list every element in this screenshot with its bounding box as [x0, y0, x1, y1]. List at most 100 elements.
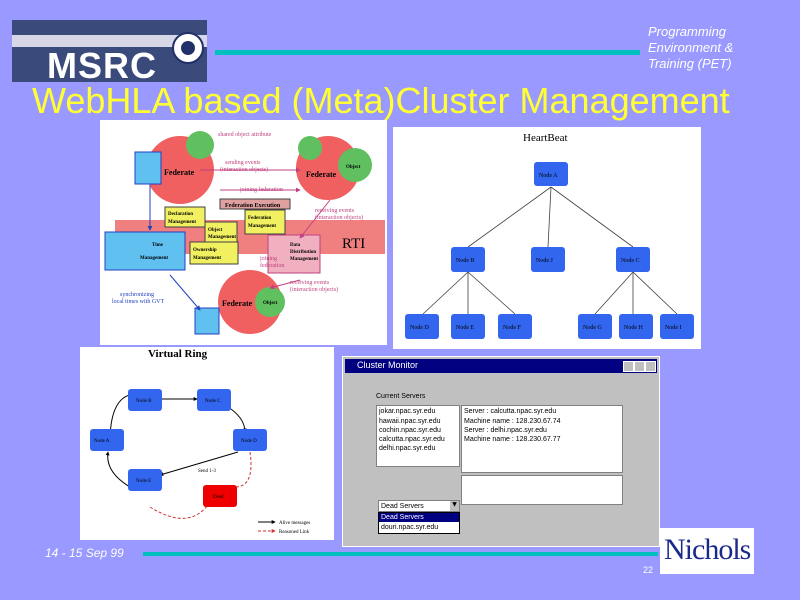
- ring-edge-d-e: [159, 451, 239, 476]
- node-j-label: Node J: [536, 258, 553, 264]
- server-type-dropdown[interactable]: Dead Servers douri.npac.syr.edu: [378, 512, 460, 534]
- object-bottom: [255, 287, 285, 317]
- label-receiving: receiving events: [315, 208, 355, 214]
- label-sync-2: local times with GVT: [112, 299, 164, 305]
- ring-edge-dead: [149, 501, 211, 519]
- clock-bottom: [194, 307, 220, 335]
- footer-divider: [143, 552, 658, 556]
- label-joining-3: federation: [260, 262, 284, 269]
- ring-node-e-label: Node E: [136, 479, 151, 484]
- node-h-label: Node H: [624, 325, 643, 331]
- label-declaration: Declaration: [168, 212, 193, 217]
- ring-node-a: [90, 429, 124, 451]
- slide-title: WebHLA based (Meta)Cluster Management: [32, 80, 730, 121]
- date-label: 14 - 15 Sep 99: [45, 546, 124, 560]
- receiving-arrow: [299, 199, 331, 239]
- ring-node-c: [197, 389, 231, 411]
- label-federate-2: Federate: [306, 170, 337, 179]
- label-object-2: Object: [263, 301, 278, 306]
- ring-title: Virtual Ring: [148, 348, 208, 360]
- node-f: [498, 314, 532, 339]
- node-i: [660, 314, 694, 339]
- server-type-select[interactable]: Dead Servers ▼: [378, 500, 460, 512]
- label-joining: joining federation: [239, 186, 283, 193]
- node-j: [531, 247, 565, 272]
- close-button[interactable]: [645, 361, 656, 372]
- server-list-item[interactable]: hawaii.npac.syr.edu: [379, 418, 441, 425]
- node-d-label: Node D: [410, 325, 429, 331]
- heartbeat-edges: [422, 186, 678, 315]
- heartbeat-nodes: Node A Node B Node J Node C Node D Node …: [405, 162, 694, 339]
- ownership-box: [189, 241, 239, 265]
- ring-node-b-label: Node B: [136, 399, 152, 404]
- ring-node-b: [128, 389, 162, 411]
- page-number: 22: [643, 565, 654, 575]
- server-list-item[interactable]: calcutta.npac.syr.edu: [379, 436, 445, 443]
- dead-server-details-box[interactable]: [461, 475, 623, 505]
- label-data-2: Distribution: [290, 250, 316, 255]
- chevron-down-icon[interactable]: ▼: [450, 501, 459, 511]
- ring-node-c-label: Node C: [205, 399, 221, 404]
- ring-node-d: [233, 429, 267, 451]
- clock-top: [134, 151, 162, 185]
- shared-attr-right: [298, 136, 322, 160]
- label-receiving-b-2: (interaction objects): [290, 286, 338, 293]
- label-fed-exec: Federation Execution: [225, 203, 281, 209]
- declaration-box: [164, 206, 206, 228]
- dropdown-option[interactable]: douri.npac.syr.edu: [381, 524, 439, 531]
- federation-diagram-svg: shared object attribute sending events (…: [104, 131, 385, 335]
- ring-edge-e-a: [105, 451, 131, 488]
- server-type-value: Dead Servers: [381, 503, 424, 510]
- object-top: [338, 148, 372, 182]
- label-sync: synchronizing: [120, 292, 154, 298]
- label-federation-mgmt-2: Management: [248, 224, 276, 229]
- logo-strip: [12, 35, 207, 47]
- server-detail-line: Server : calcutta.npac.syr.edu: [464, 408, 557, 415]
- maximize-button[interactable]: [634, 361, 645, 372]
- server-details-box[interactable]: Server : calcutta.npac.syr.edu Machine n…: [461, 405, 623, 473]
- node-c-label: Node C: [621, 258, 640, 264]
- virtual-ring-svg: Virtual Ring Node B Node C Node A Node D…: [90, 348, 310, 535]
- node-a: [534, 162, 568, 186]
- legend-reasoned: Reasoned Link: [279, 530, 310, 535]
- label-ownership-2: Management: [193, 256, 221, 261]
- node-i-label: Node I: [665, 325, 682, 331]
- dropdown-option-selected[interactable]: Dead Servers: [379, 513, 459, 522]
- node-b-label: Node B: [456, 258, 475, 264]
- cluster-monitor-titlebar: Cluster Monitor: [345, 359, 657, 373]
- label-data-3: Management: [290, 257, 318, 262]
- ring-node-a-label: Node A: [94, 439, 110, 444]
- label-shared-attr: shared object attribute: [218, 132, 272, 138]
- node-a-label: Node A: [539, 173, 558, 179]
- node-e: [451, 314, 485, 339]
- minimize-button[interactable]: [623, 361, 634, 372]
- server-list-item[interactable]: jokar.npac.syr.edu: [379, 408, 436, 415]
- label-sending-2: (interaction objects): [220, 166, 268, 173]
- ring-node-e: [128, 469, 162, 491]
- label-receiving-b: receiving events: [290, 280, 330, 286]
- label-object-mgmt-2: Management: [208, 235, 236, 240]
- receiving-bottom-arrow: [269, 279, 301, 290]
- ring-edge-reasoned: [234, 451, 252, 488]
- navy-seal-icon: [172, 32, 204, 64]
- legend-alive: Alive messages: [279, 521, 310, 526]
- node-f-label: Node F: [503, 325, 521, 331]
- cluster-monitor-title: Cluster Monitor: [357, 360, 419, 370]
- ring-inline-label: Send 1-3: [198, 469, 216, 474]
- ring-node-d-label: Node D: [241, 439, 257, 444]
- label-federation-mgmt: Federation: [248, 216, 272, 221]
- node-h: [619, 314, 653, 339]
- node-d: [405, 314, 439, 339]
- server-list[interactable]: jokar.npac.syr.edu hawaii.npac.syr.edu c…: [376, 405, 460, 467]
- federation-execution-bar: [219, 198, 291, 210]
- server-list-item[interactable]: delhi.npac.syr.edu: [379, 445, 436, 452]
- pet-label: Programming Environment & Training (PET): [648, 24, 733, 72]
- label-sending: sending events: [225, 160, 261, 166]
- node-b: [451, 247, 485, 272]
- label-object-mgmt: Object: [208, 228, 223, 233]
- server-detail-line: Machine name : 128.230.67.77: [464, 436, 561, 443]
- label-rti: RTI: [342, 236, 365, 252]
- label-federate-3: Federate: [222, 299, 253, 308]
- server-list-item[interactable]: cochin.npac.syr.edu: [379, 427, 441, 434]
- ring-node-dead-label: Dead: [213, 495, 224, 500]
